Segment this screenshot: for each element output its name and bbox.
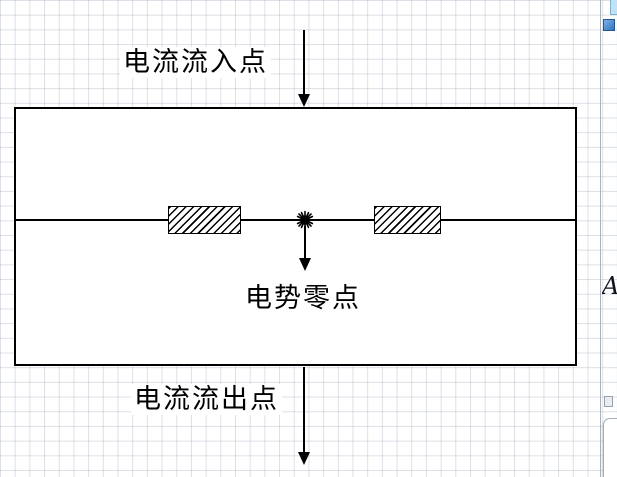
conductor-rectangle	[14, 107, 577, 366]
outflow-arrow	[298, 367, 310, 465]
outflow-arrow-shaft	[303, 367, 305, 453]
font-tool-icon[interactable]: A	[602, 272, 617, 300]
zero-potential-arrow	[299, 226, 311, 271]
conductor-midline	[16, 219, 575, 221]
outflow-arrowhead-icon	[298, 452, 310, 465]
right-contact-hatch	[374, 206, 441, 234]
inflow-arrowhead-icon	[298, 94, 310, 107]
inflow-label: 电流流入点	[120, 47, 271, 79]
scrollbar-fragment[interactable]	[610, 0, 617, 15]
zero-potential-arrow-shaft	[304, 226, 306, 259]
zero-potential-node-icon	[295, 210, 315, 230]
left-contact-hatch	[168, 206, 241, 234]
zero-potential-arrowhead-icon	[299, 258, 311, 271]
zero-potential-label: 电势零点	[242, 283, 364, 315]
outflow-label: 电流流出点	[131, 384, 282, 416]
partial-tool-icon[interactable]	[604, 396, 613, 407]
panel-corner-fragment[interactable]	[603, 418, 617, 477]
inflow-arrow	[298, 30, 310, 107]
blue-tool-icon[interactable]	[603, 19, 615, 31]
inflow-arrow-shaft	[303, 30, 305, 95]
panel-divider	[600, 0, 601, 477]
